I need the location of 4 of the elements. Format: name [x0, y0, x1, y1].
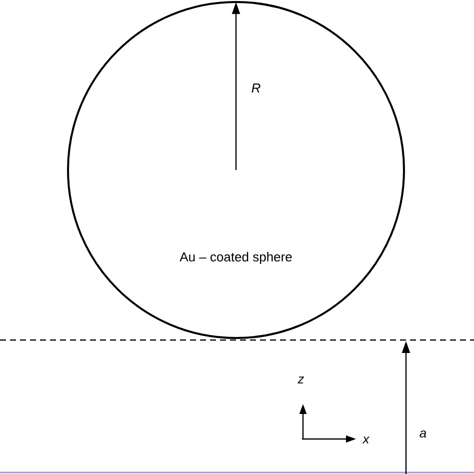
axis-label: R	[252, 84, 260, 92]
axis-label: x	[362, 436, 370, 444]
axis-label: a	[420, 430, 426, 438]
axis-label: z	[298, 376, 304, 384]
